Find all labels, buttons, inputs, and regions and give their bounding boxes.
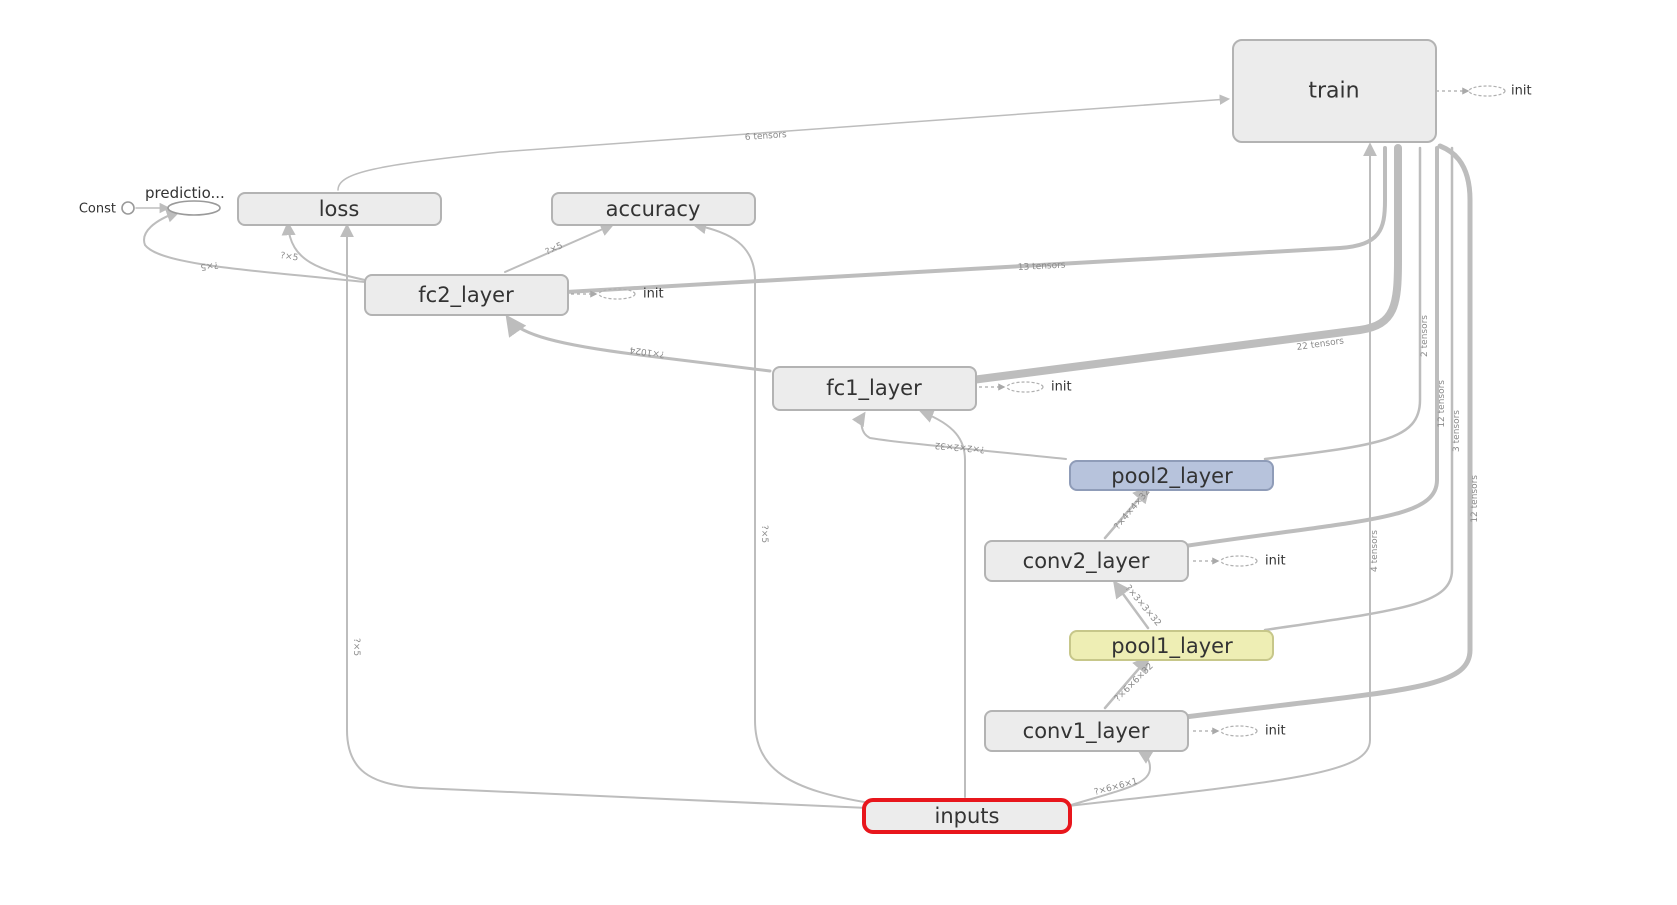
node-prediction[interactable]: predictio... [145,184,225,216]
aux-init-fc1[interactable]: init [1006,380,1072,395]
edge-fc2-loss[interactable] [281,221,366,281]
edge-inputs-conv1[interactable] [1067,750,1154,807]
node-loss[interactable]: loss [237,192,442,226]
node-inputs[interactable]: inputs [862,798,1072,834]
aux-init-train-label: init [1511,84,1532,99]
edge-label-fc2-loss: ?×5 [280,251,299,263]
aux-init-conv1-label: init [1265,724,1286,739]
edge-label-conv2-pool2: ?×4×4×32 [1113,487,1153,532]
edge-inputs-accuracy[interactable] [692,220,871,804]
edge-fc2-accuracy[interactable] [504,223,615,273]
node-pool1-layer[interactable]: pool1_layer [1069,630,1274,661]
edge-fc1-train[interactable] [968,144,1402,384]
node-const[interactable]: Const [79,201,135,217]
node-loss-label: loss [319,197,360,221]
edge-label-fc2-train: 13 tensors [1018,260,1066,272]
aux-init-fc2-label: init [643,287,664,302]
node-pool2-layer[interactable]: pool2_layer [1069,460,1274,491]
node-fc1-layer[interactable]: fc1_layer [772,366,977,411]
node-train[interactable]: train [1232,39,1437,143]
edge-fc1-fc2[interactable] [505,314,772,373]
edge-label-fc2-prediction: ?×5 [200,259,219,271]
node-pool1-layer-label: pool1_layer [1111,634,1233,659]
node-train-label: train [1308,79,1359,104]
edge-inputs-loss[interactable] [340,223,869,809]
edge-label-inputs-accuracy: ?×5 [759,525,769,543]
edge-label-conv1-pool1: ?×6×6×32 [1113,661,1156,704]
edge-conv2-train[interactable] [1183,146,1439,548]
edge-label-pool1-train: 3 tensors [1452,410,1462,452]
edge-label-loss-train: 6 tensors [745,130,788,143]
edge-loss-train[interactable] [337,94,1231,191]
node-conv2-layer[interactable]: conv2_layer [984,540,1189,582]
edge-label-fc1-fc2: ?×1024 [629,344,666,359]
edge-label-fc2-accuracy: ?×5 [544,241,565,258]
edge-conv1-train[interactable] [1182,143,1473,720]
aux-init-fc2[interactable]: init [598,287,664,302]
edge-pool2-train[interactable] [1263,146,1422,461]
edge-conv2-pool2[interactable] [1103,485,1151,540]
node-fc1-layer-label: fc1_layer [826,376,922,401]
edge-pool2-fc1[interactable] [851,411,1067,460]
node-inputs-label: inputs [935,804,1000,828]
edge-label-pool2-fc1: ?×2×2×32 [934,440,985,454]
aux-init-train[interactable]: init [1468,84,1532,99]
node-accuracy[interactable]: accuracy [551,192,756,226]
aux-init-conv1[interactable]: init [1220,724,1286,739]
node-accuracy-label: accuracy [606,197,701,221]
aux-init-fc1-label: init [1051,380,1072,395]
edge-pool1-conv2[interactable] [1112,580,1150,630]
edge-label-conv1-train: 12 tensors [1470,475,1480,523]
edge-fc2-train[interactable] [564,146,1387,294]
aux-init-conv2-label: init [1265,554,1286,569]
edge-label-conv2-train: 12 tensors [1437,380,1447,428]
node-fc2-layer[interactable]: fc2_layer [364,274,569,316]
edge-label-inputs-loss: ?×5 [351,638,361,656]
node-pool2-layer-label: pool2_layer [1111,464,1233,489]
node-conv1-layer-label: conv1_layer [1023,719,1150,744]
node-conv2-layer-label: conv2_layer [1023,549,1150,574]
edge-label-pool2-train: 2 tensors [1420,315,1430,357]
edge-inputs-train[interactable] [1067,142,1377,807]
node-conv1-layer[interactable]: conv1_layer [984,710,1189,752]
aux-init-conv2[interactable]: init [1220,554,1286,569]
edge-inputs-fc1[interactable] [919,409,966,798]
edge-fc2-prediction[interactable] [143,209,366,283]
edge-pool1-train[interactable] [1263,146,1454,632]
edge-label-inputs-train: 4 tensors [1370,530,1380,572]
node-prediction-label: predictio... [145,184,225,202]
node-fc2-layer-label: fc2_layer [418,283,514,308]
node-const-label: Const [79,202,116,217]
edge-conv1-pool1[interactable] [1103,655,1151,710]
edge-label-inputs-conv1: ?×6×6×1 [1093,777,1139,798]
